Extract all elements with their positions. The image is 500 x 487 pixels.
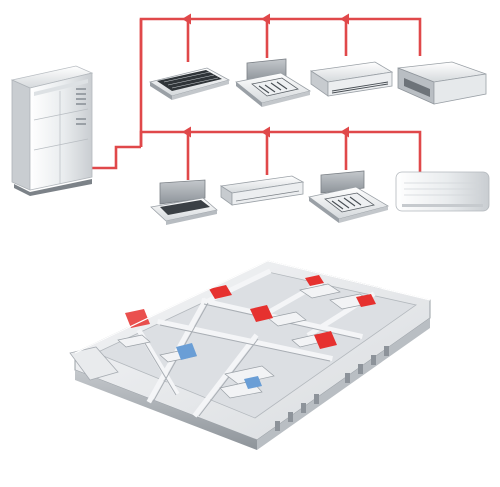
four-way-cassette-icon — [308, 170, 390, 223]
flow-arrow-icon — [340, 126, 349, 138]
main-pipe — [92, 145, 141, 170]
cold-unit-icon — [176, 343, 197, 360]
hot-unit-icon — [314, 331, 337, 349]
building-floor-plan-icon — [69, 260, 431, 450]
room-units-hot — [125, 275, 376, 349]
indoor-unit-1way-cassette-upper — [148, 67, 231, 100]
ceiling-suspended-unit-icon — [309, 61, 394, 97]
hot-unit-icon — [305, 275, 324, 286]
flow-arrow-icon — [261, 126, 270, 138]
flow-arrow-icon — [261, 13, 270, 25]
flow-arrows — [182, 13, 349, 138]
ceiling-suspended-unit-icon — [219, 175, 305, 206]
four-way-cassette-icon — [235, 58, 312, 107]
flow-arrow-icon — [182, 13, 191, 25]
hot-unit-icon — [356, 294, 376, 307]
cold-unit-icon — [244, 376, 262, 389]
refrigerant-piping — [92, 17, 422, 180]
hot-unit-icon — [250, 305, 273, 322]
flow-arrow-icon — [340, 13, 349, 25]
hot-unit-icon — [125, 309, 150, 328]
upper-riser-pipe — [139, 17, 422, 147]
ducted-unit-icon — [397, 61, 487, 105]
vrf-outdoor-unit-icon — [10, 65, 94, 196]
room-units-cold — [176, 343, 262, 389]
lower-trunk-pipe — [139, 130, 422, 172]
wall-mounted-unit-icon — [395, 171, 490, 212]
indoor-unit-1way-cassette-lower — [150, 179, 218, 225]
flow-arrow-icon — [182, 126, 191, 138]
hot-unit-icon — [209, 285, 232, 299]
